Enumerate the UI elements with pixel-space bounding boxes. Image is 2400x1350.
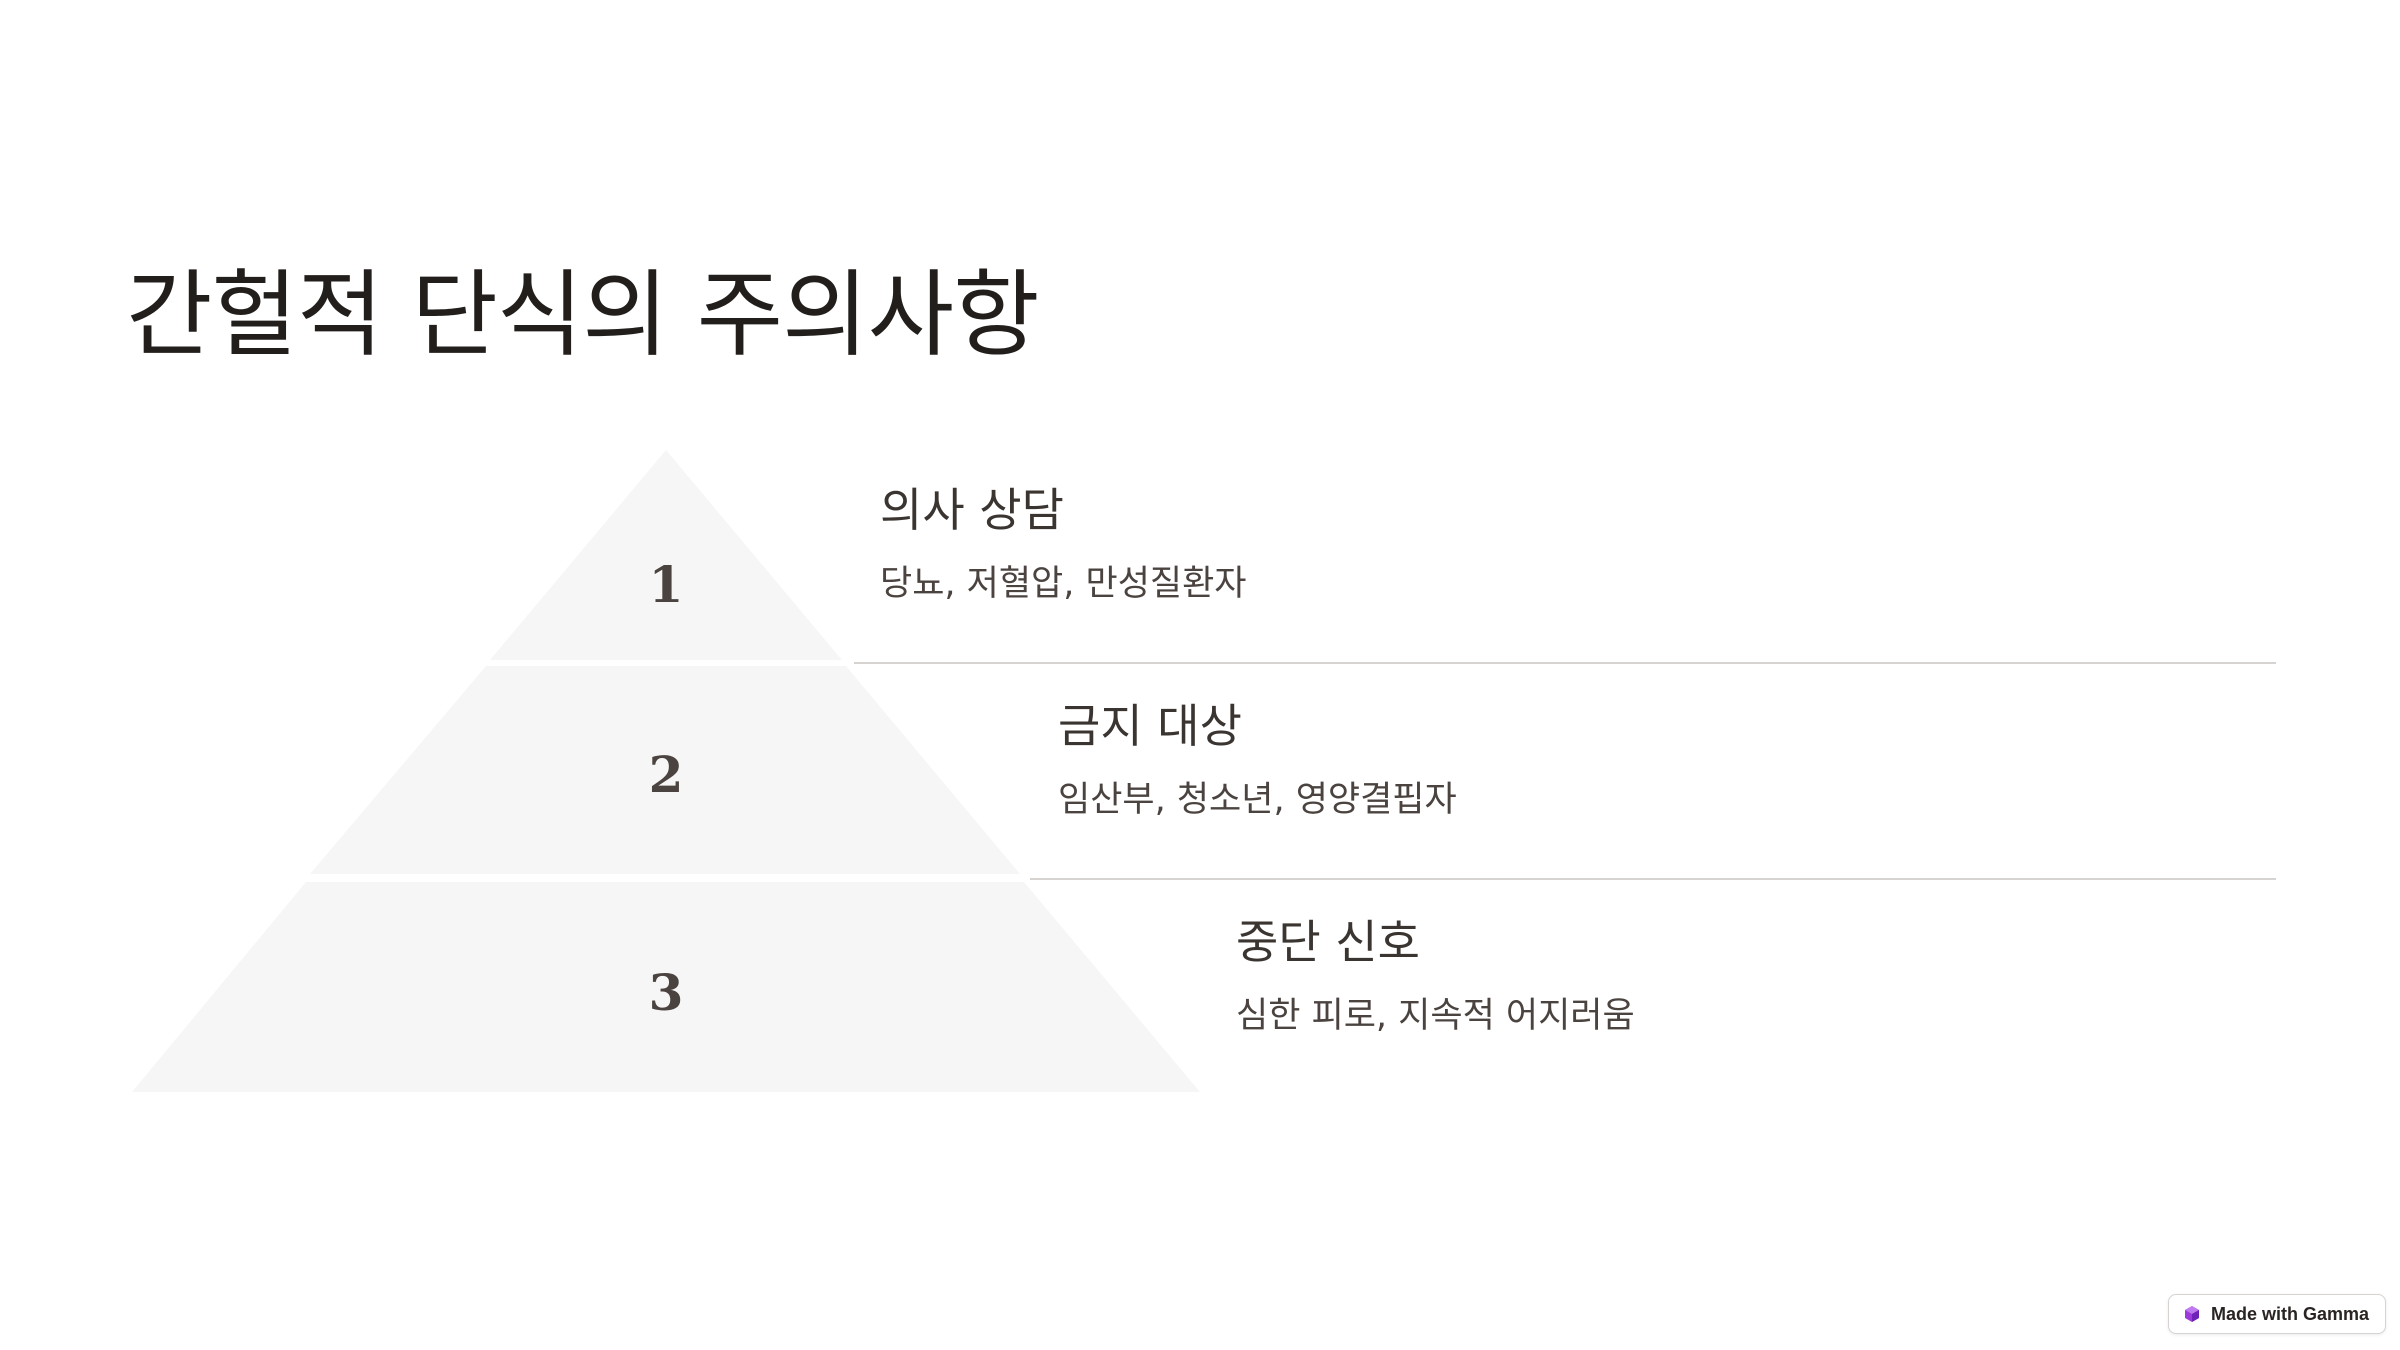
pyramid-tier-2: [310, 666, 1020, 874]
tier-divider-2: [1030, 878, 2276, 880]
pyramid-tier-1: [490, 450, 842, 660]
tier-heading-1: 의사 상담: [880, 483, 1064, 537]
badge-label: Made with Gamma: [2210, 1303, 2369, 1324]
slide-title: 간헐적 단식의 주의사항: [126, 261, 1040, 370]
tier-text-3: 중단 신호 심한 피로, 지속적 어지러움: [1236, 916, 1635, 1037]
tier-number-3: 3: [648, 963, 684, 1022]
tier-number-1: 1: [648, 555, 684, 614]
tier-number-2: 2: [648, 745, 684, 804]
pyramid-tier-3: [132, 882, 1200, 1092]
tier-text-2: 금지 대상 임산부, 청소년, 영양결핍자: [1058, 700, 1457, 821]
tier-heading-2: 금지 대상: [1058, 699, 1242, 753]
tier-divider-1: [854, 662, 2276, 664]
tier-description-3: 심한 피로, 지속적 어지러움: [1236, 995, 1635, 1036]
gamma-logo-icon: [2184, 1306, 2199, 1322]
tier-description-2: 임산부, 청소년, 영양결핍자: [1058, 779, 1457, 820]
made-with-gamma-badge[interactable]: Made with Gamma: [2167, 1294, 2386, 1334]
tier-text-1: 의사 상담 당뇨, 저혈압, 만성질환자: [880, 484, 1247, 605]
tier-description-1: 당뇨, 저혈압, 만성질환자: [880, 563, 1247, 604]
tier-heading-3: 중단 신호: [1236, 915, 1420, 969]
